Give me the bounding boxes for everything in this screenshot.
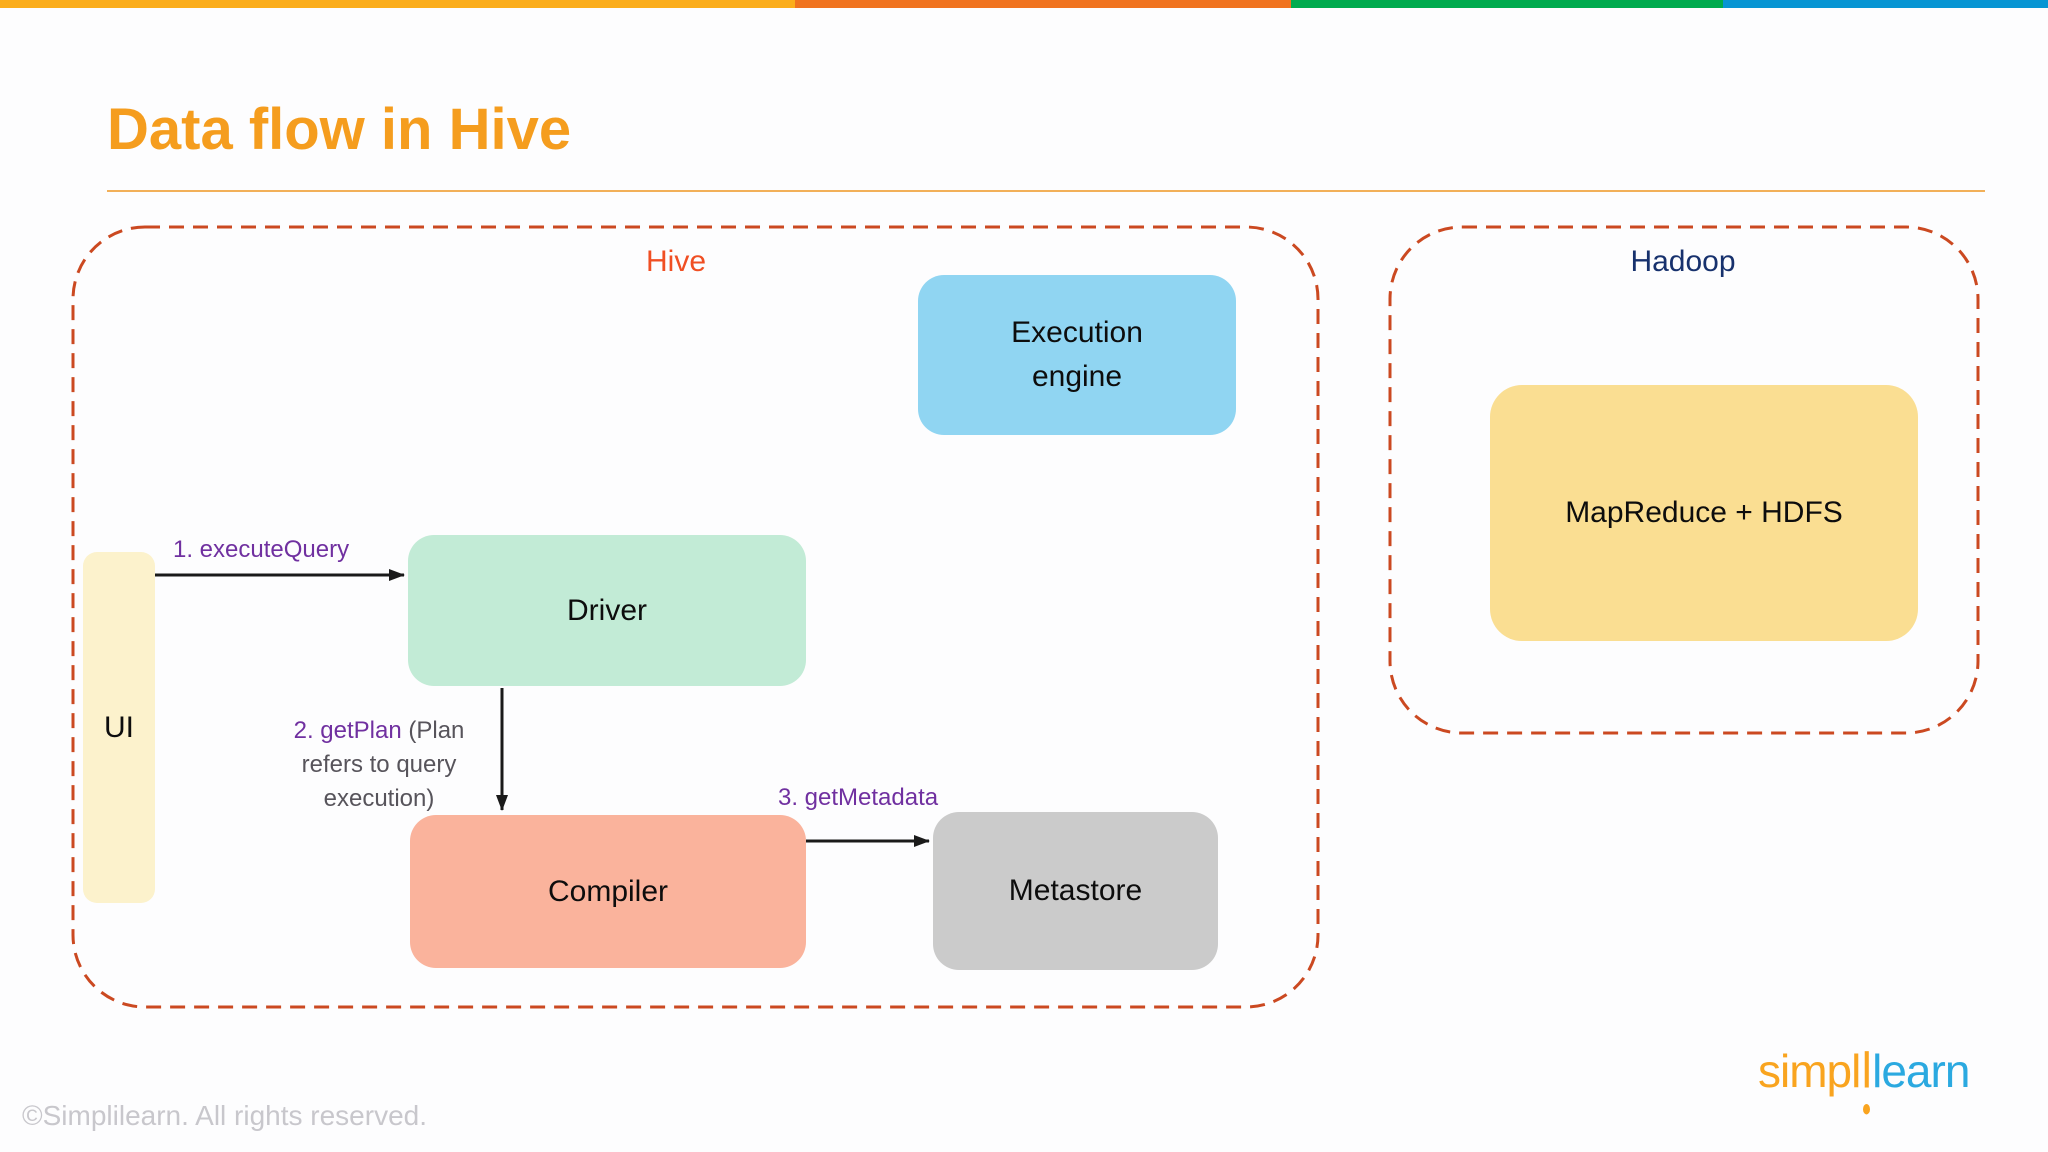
page-title: Data flow in Hive	[107, 97, 572, 162]
top-bar-segment-blue	[1723, 0, 2048, 8]
node-ui-label: UI	[104, 710, 134, 744]
logo-text-learn: learn	[1872, 1045, 1970, 1097]
logo-letter-i: ı	[1860, 1023, 1873, 1115]
logo-i-dot	[1863, 1103, 1871, 1115]
title-underline-rule	[107, 190, 1985, 192]
node-ui: UI	[83, 552, 155, 903]
node-execution-engine: Execution engine	[918, 275, 1236, 435]
hive-container-border	[71, 225, 1320, 1009]
edge-label-get-plan-accent: 2. getPlan	[293, 717, 402, 744]
logo-i-stem: ı	[1860, 1024, 1873, 1103]
node-compiler-label: Compiler	[547, 874, 669, 908]
edge-label-get-metadata: 3. getMetadata	[778, 784, 939, 811]
node-compiler: Compiler	[410, 815, 806, 968]
copyright-text: ©Simplilearn. All rights reserved.	[22, 1100, 428, 1131]
hadoop-group-label: Hadoop	[1630, 245, 1736, 278]
top-bar-segment-orange	[795, 0, 1291, 8]
top-bar-segment-green	[1291, 0, 1723, 8]
edge-label-get-plan-note: (Plan refers to query execution)	[301, 717, 465, 812]
top-color-bar	[0, 0, 2048, 8]
node-mapreduce-hdfs-label: MapReduce + HDFS	[1565, 496, 1843, 529]
top-bar-segment-amber	[0, 0, 795, 8]
logo-text-simpl: simpl	[1758, 1045, 1861, 1097]
hadoop-container-border	[1388, 225, 1980, 735]
edge-label-get-plan: 2. getPlan (Plan refers to query executi…	[272, 714, 486, 816]
hive-group-label: Hive	[645, 245, 706, 278]
edge-label-execute-query: 1. executeQuery	[173, 536, 350, 563]
node-metastore-label: Metastore	[1008, 874, 1143, 907]
node-metastore: Metastore	[933, 812, 1218, 970]
node-execution-engine-label: Execution engine	[1011, 316, 1143, 393]
node-driver: Driver	[408, 535, 806, 686]
node-driver-label: Driver	[567, 593, 647, 627]
node-mapreduce-hdfs: MapReduce + HDFS	[1490, 385, 1918, 641]
